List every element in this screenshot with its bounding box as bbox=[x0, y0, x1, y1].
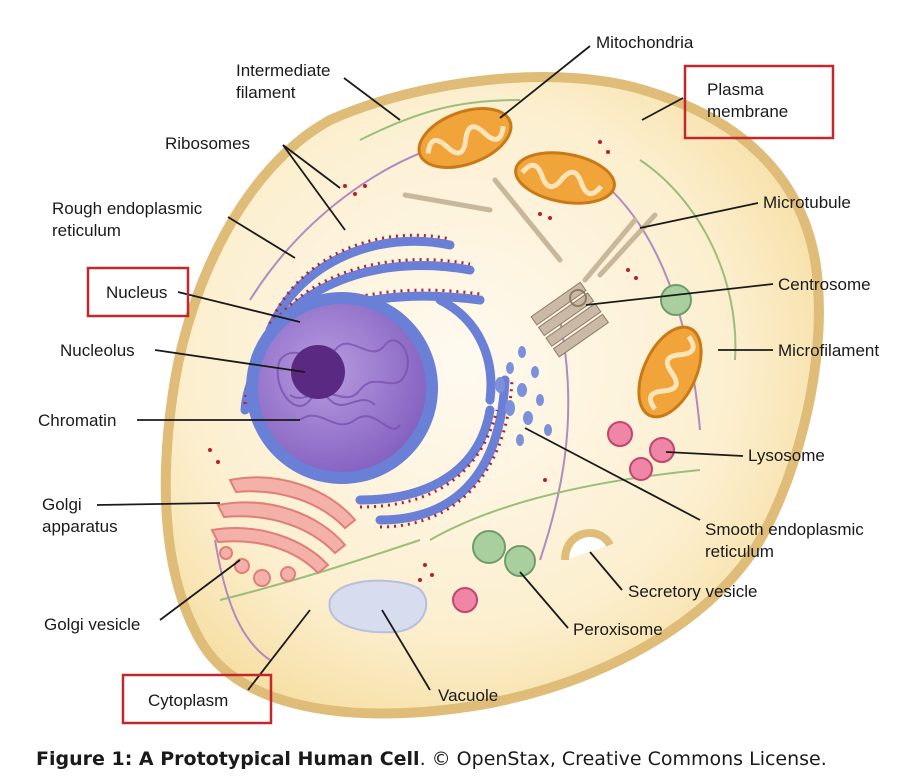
label-nucleolus: Nucleolus bbox=[60, 341, 135, 360]
cell-diagram: Intermediate filament Ribosomes Rough en… bbox=[38, 33, 879, 725]
free-ribosomes bbox=[208, 140, 638, 582]
golgi-apparatus bbox=[210, 476, 357, 587]
label-intermediate-filament-1: Intermediate bbox=[236, 61, 331, 80]
label-microfilament: Microfilament bbox=[778, 341, 879, 360]
vacuole bbox=[328, 579, 428, 634]
nucleus-highlight bbox=[86, 266, 190, 318]
caption-title: Figure 1: A Prototypical Human Cell bbox=[36, 748, 420, 770]
label-secretory-vesicle: Secretory vesicle bbox=[628, 582, 757, 601]
secretory-vesicle bbox=[561, 529, 614, 561]
label-rough-er-2: reticulum bbox=[52, 221, 121, 240]
label-vacuole: Vacuole bbox=[438, 686, 498, 705]
peroxisome-vesicles bbox=[472, 284, 692, 577]
label-centrosome: Centrosome bbox=[778, 275, 871, 294]
label-smooth-er-2: reticulum bbox=[705, 542, 774, 561]
lysosomes bbox=[452, 421, 675, 613]
caption-credit: . © OpenStax, Creative Commons License. bbox=[419, 748, 827, 770]
microtubules bbox=[402, 177, 658, 283]
label-cytoplasm: Cytoplasm bbox=[148, 691, 228, 710]
figure-caption: Figure 1: A Prototypical Human Cell. © O… bbox=[36, 748, 906, 770]
label-golgi-apparatus-2: apparatus bbox=[42, 517, 118, 536]
highlight-boxes bbox=[86, 64, 835, 725]
label-golgi-apparatus-1: Golgi bbox=[42, 495, 82, 514]
plasma-membrane-highlight bbox=[683, 64, 835, 140]
label-plasma-membrane-1: Plasma bbox=[707, 80, 764, 99]
label-rough-er-1: Rough endoplasmic bbox=[52, 199, 203, 218]
smooth-er bbox=[495, 346, 552, 446]
label-smooth-er-1: Smooth endoplasmic bbox=[705, 520, 864, 539]
label-lysosome: Lysosome bbox=[748, 446, 825, 465]
svg-text:filament: filament bbox=[236, 83, 296, 102]
mitochondria bbox=[417, 107, 703, 419]
label-golgi-vesicle: Golgi vesicle bbox=[44, 615, 140, 634]
label-microtubule: Microtubule bbox=[763, 193, 851, 212]
centrosome bbox=[530, 281, 610, 358]
labels: Intermediate filament Ribosomes Rough en… bbox=[38, 33, 879, 710]
label-chromatin: Chromatin bbox=[38, 411, 116, 430]
label-mitochondria: Mitochondria bbox=[596, 33, 694, 52]
label-peroxisome: Peroxisome bbox=[573, 620, 663, 639]
nucleolus bbox=[291, 345, 345, 399]
cytoplasm-highlight bbox=[121, 673, 273, 725]
label-ribosomes: Ribosomes bbox=[165, 134, 250, 153]
label-nucleus: Nucleus bbox=[106, 283, 167, 302]
svg-text:Intermediate: Intermediate bbox=[236, 61, 331, 80]
nucleus bbox=[246, 292, 438, 484]
label-plasma-membrane-2: membrane bbox=[707, 102, 788, 121]
leader-lines bbox=[96, 45, 774, 691]
label-intermediate-filament-2: filament bbox=[236, 83, 296, 102]
